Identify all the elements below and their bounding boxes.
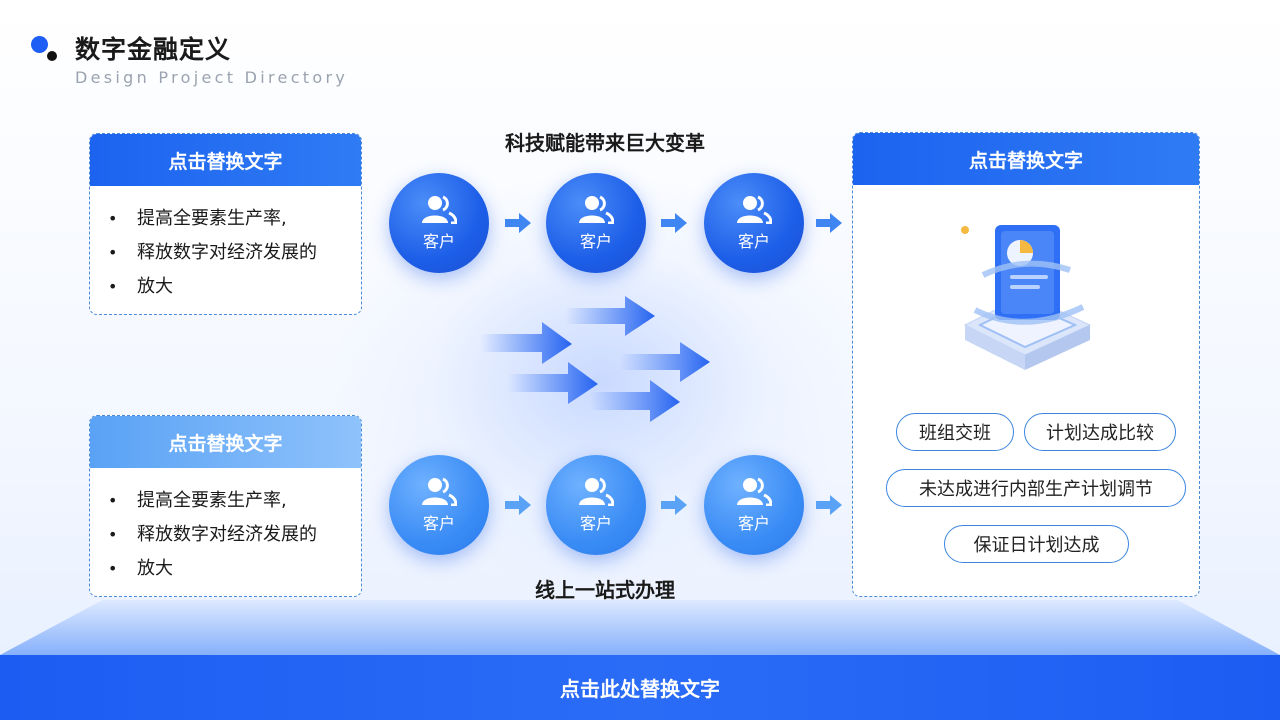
- users-icon: [737, 195, 772, 224]
- left-card-top-title[interactable]: 点击替换文字: [90, 134, 361, 186]
- flow-top-heading: 科技赋能带来巨大变革: [505, 131, 705, 155]
- users-icon: [422, 195, 457, 224]
- customer-node-label: 客户: [579, 232, 612, 251]
- title-dot-icon: [31, 36, 48, 53]
- left-card-top: 点击替换文字 提高全要素生产率, 释放数字对经济发展的 放大: [89, 133, 362, 315]
- arrow-right-icon: [661, 495, 687, 515]
- arrow-right-icon: [816, 213, 842, 233]
- bullet-item: 放大: [106, 270, 345, 304]
- tag-pill[interactable]: 计划达成比较: [1024, 413, 1176, 451]
- flow-arrows-graphic: [480, 296, 710, 422]
- left-card-bottom-bullets: 提高全要素生产率, 释放数字对经济发展的 放大: [90, 468, 361, 586]
- customer-node-bottom-2[interactable]: 客户: [546, 455, 646, 555]
- arrow-right-icon: [661, 213, 687, 233]
- left-card-bottom: 点击替换文字 提高全要素生产率, 释放数字对经济发展的 放大: [89, 415, 362, 597]
- customer-node-label: 客户: [737, 514, 770, 533]
- arrow-right-icon: [816, 495, 842, 515]
- customer-node-label: 客户: [579, 514, 612, 533]
- tag-pill[interactable]: 保证日计划达成: [944, 525, 1129, 563]
- big-arrow-icon: [565, 296, 655, 336]
- bullet-item: 提高全要素生产率,: [106, 202, 345, 236]
- left-card-bottom-title[interactable]: 点击替换文字: [90, 416, 361, 468]
- bullet-item: 释放数字对经济发展的: [106, 518, 345, 552]
- arrow-right-icon: [505, 213, 531, 233]
- big-arrow-icon: [480, 322, 572, 364]
- arrow-right-icon: [505, 495, 531, 515]
- customer-node-bottom-3[interactable]: 客户: [704, 455, 804, 555]
- footer-bar[interactable]: 点击此处替换文字: [0, 655, 1280, 720]
- big-arrow-icon: [590, 380, 680, 422]
- customer-node-label: 客户: [422, 514, 455, 533]
- title-dot-small-icon: [47, 51, 57, 61]
- customer-node-top-2[interactable]: 客户: [546, 173, 646, 273]
- big-arrow-icon: [620, 342, 710, 382]
- big-arrow-icon: [508, 362, 598, 404]
- bullet-item: 提高全要素生产率,: [106, 484, 345, 518]
- customer-node-top-1[interactable]: 客户: [389, 173, 489, 273]
- bullet-item: 释放数字对经济发展的: [106, 236, 345, 270]
- right-card-title[interactable]: 点击替换文字: [853, 133, 1199, 185]
- customer-node-bottom-1[interactable]: 客户: [389, 455, 489, 555]
- customer-node-top-3[interactable]: 客户: [704, 173, 804, 273]
- document-illustration-icon: [961, 225, 1092, 370]
- tag-pill[interactable]: 未达成进行内部生产计划调节: [886, 469, 1186, 507]
- users-icon: [579, 195, 614, 224]
- tag-pill[interactable]: 班组交班: [896, 413, 1014, 451]
- flow-bottom-heading: 线上一站式办理: [535, 578, 675, 602]
- users-icon: [579, 477, 614, 506]
- customer-node-label: 客户: [737, 232, 770, 251]
- users-icon: [422, 477, 457, 506]
- customer-node-label: 客户: [422, 232, 455, 251]
- footer-stage: [0, 600, 1280, 655]
- page-subtitle: Design Project Directory: [75, 68, 349, 87]
- left-card-top-bullets: 提高全要素生产率, 释放数字对经济发展的 放大: [90, 186, 361, 304]
- users-icon: [737, 477, 772, 506]
- bullet-item: 放大: [106, 552, 345, 586]
- page-title: 数字金融定义: [75, 35, 232, 64]
